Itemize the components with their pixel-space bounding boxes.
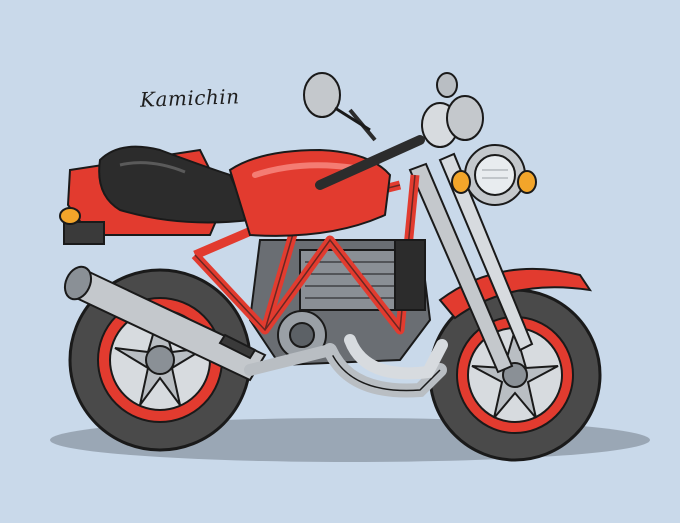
tail-light xyxy=(63,221,105,245)
radiator xyxy=(394,239,426,311)
exhaust xyxy=(63,265,448,398)
front-indicator-right xyxy=(517,170,537,194)
gauges xyxy=(421,72,484,148)
footpeg xyxy=(218,333,257,360)
headlight xyxy=(464,144,526,206)
front-indicator-left xyxy=(451,170,471,194)
artist-signature: Kamichin xyxy=(139,84,240,112)
seat xyxy=(98,145,252,224)
front-fork xyxy=(408,152,534,374)
mirror xyxy=(303,72,371,132)
rear-indicator xyxy=(59,207,81,225)
